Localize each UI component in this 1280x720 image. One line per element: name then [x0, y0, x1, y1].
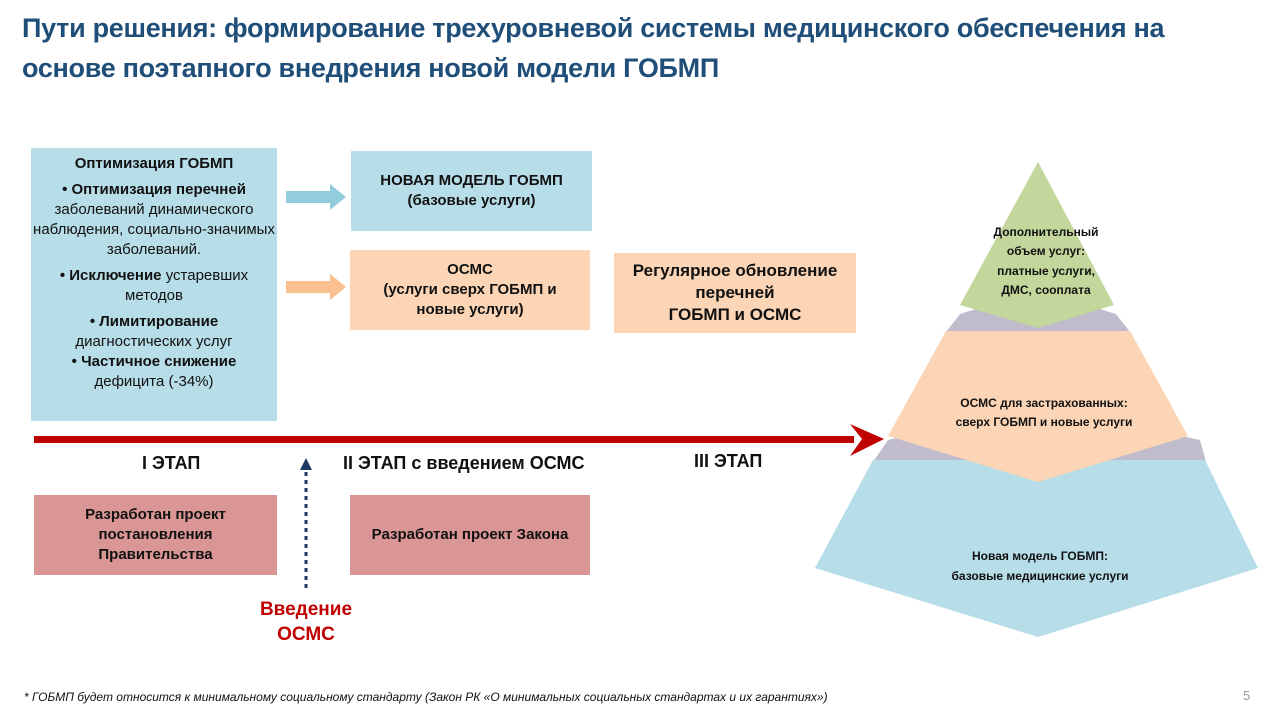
project-law-text: Разработан проект Закона: [371, 526, 569, 543]
stage-2-label: II ЭТАП с введением ОСМС: [343, 453, 585, 473]
peach-arrow-icon: [286, 274, 346, 300]
item-bold: • Оптимизация перечней: [62, 181, 246, 198]
item-text: диагностических услуг: [75, 333, 233, 350]
stage-3-label: III ЭТАП: [694, 451, 763, 471]
osms-line: ОСМС: [447, 261, 493, 278]
pyramid-top-text: объем услуг:: [1007, 244, 1085, 258]
osms-intro-line: Введение: [259, 599, 353, 620]
timeline-bar: [34, 436, 854, 443]
pyramid-top-text: ДМС, сооплата: [1001, 283, 1091, 297]
osms-intro-label: Введение ОСМС: [246, 597, 366, 647]
update-line: ГОБМП и ОСМС: [668, 305, 802, 324]
update-box: Регулярное обновление перечней ГОБМП и О…: [614, 253, 856, 333]
optimization-heading: Оптимизация ГОБМП: [74, 155, 234, 172]
slide-title: Пути решения: формирование трехуровневой…: [22, 13, 1165, 83]
update-line: Регулярное обновление: [632, 261, 838, 280]
new-model-line: (базовые услуги): [407, 192, 536, 209]
item-bold: • Лимитирование: [89, 313, 219, 330]
pyramid-top-tier: [960, 162, 1114, 328]
up-arrowhead-icon: [300, 458, 312, 470]
optimization-item: • Частичное снижение дефицита (-34%): [72, 352, 237, 392]
pyramid-middle-text: сверх ГОБМП и новые услуги: [956, 415, 1133, 429]
project-gov-line: постановления: [98, 526, 213, 543]
project-government-box: Разработан проект постановления Правител…: [34, 495, 277, 575]
osms-box: ОСМС (услуги сверх ГОБМП и новые услуги): [350, 250, 590, 330]
pyramid-top-text: Дополнительный: [994, 225, 1099, 239]
project-gov-line: Разработан проект: [85, 506, 226, 523]
pyramid-middle-tier: [888, 331, 1188, 482]
new-model-box: НОВАЯ МОДЕЛЬ ГОБМП (базовые услуги): [351, 151, 592, 231]
osms-line: (услуги сверх ГОБМП и: [383, 281, 557, 298]
project-law-box: Разработан проект Закона: [350, 495, 590, 575]
optimization-box: Оптимизация ГОБМП • Оптимизация перечней…: [31, 148, 277, 421]
update-line: перечней: [695, 283, 775, 302]
footnote: * ГОБМП будет относится к минимальному с…: [24, 690, 828, 704]
item-text: заболеваний динамического наблюдения, со…: [33, 201, 275, 258]
item-text: дефицита (-34%): [94, 373, 214, 390]
pyramid-bottom-text: Новая модель ГОБМП:: [972, 549, 1108, 563]
item-text: устаревших методов: [125, 267, 249, 304]
new-model-line: НОВАЯ МОДЕЛЬ ГОБМП: [380, 172, 563, 189]
pyramid-middle-text: ОСМС для застрахованных:: [960, 396, 1127, 410]
stage-1-label: I ЭТАП: [142, 453, 201, 473]
pyramid-bottom-text: базовые медицинские услуги: [951, 569, 1128, 583]
item-bold: • Частичное снижение: [71, 353, 237, 370]
item-bold: • Исключение: [59, 267, 162, 284]
osms-line: новые услуги): [416, 301, 524, 318]
page-number: 5: [1243, 688, 1251, 703]
optimization-item: • Исключение устаревших методов: [31, 266, 277, 306]
osms-intro-line: ОСМС: [277, 624, 335, 645]
project-gov-line: Правительства: [98, 546, 213, 563]
blue-arrow-icon: [286, 184, 346, 210]
pyramid-bottom-tier: [815, 460, 1258, 637]
optimization-item: • Оптимизация перечней заболеваний динами…: [31, 180, 277, 260]
optimization-item: • Лимитирование диагностических услуг: [75, 312, 232, 352]
pyramid-top-text: платные услуги,: [997, 264, 1095, 278]
timeline-arrowhead-icon: [850, 424, 884, 456]
